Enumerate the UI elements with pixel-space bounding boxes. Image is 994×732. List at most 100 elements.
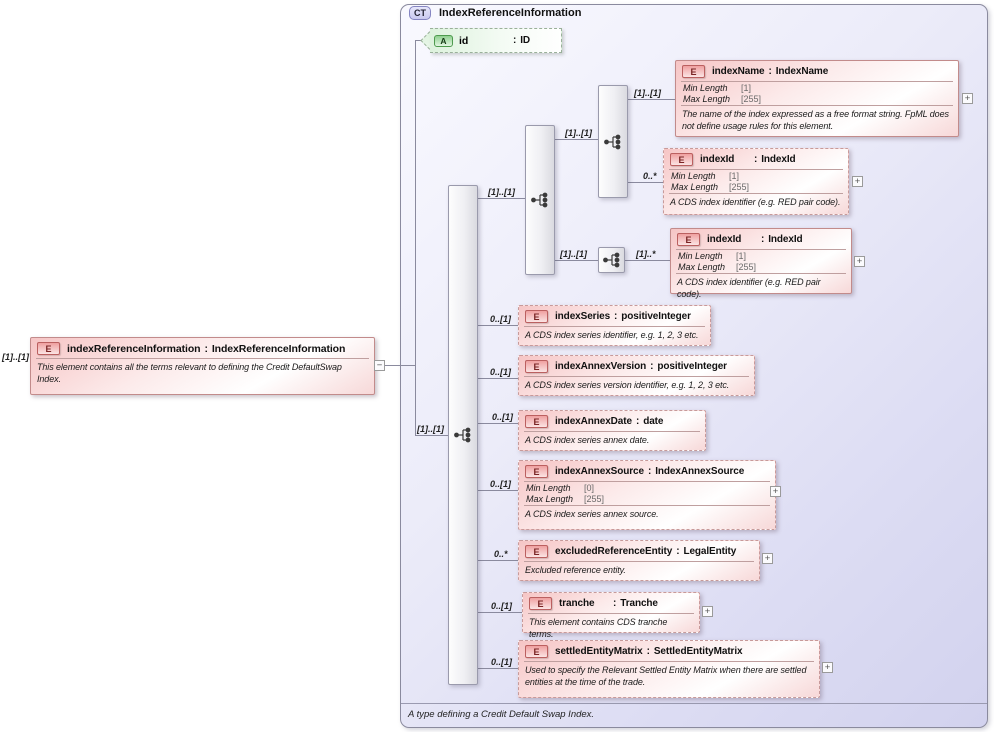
element-name: settledEntityMatrix [555,646,643,657]
cardinality-label: 0..[1] [491,657,513,667]
expand-icon[interactable]: + [822,662,833,673]
element-name: indexId [707,234,742,245]
element-name: tranche [559,598,595,609]
facet-max-length-value: [255] [736,261,757,272]
cardinality-label: [1]..* [636,249,656,259]
connector-line [625,260,670,261]
sequence-icon [604,134,621,149]
ct-badge: CT [409,6,431,20]
connector-line [478,668,518,669]
expand-icon[interactable]: + [702,606,713,617]
type-separator: : [614,311,618,322]
divider [524,561,754,562]
element-type: IndexAnnexSource [655,466,745,477]
facet-min-length-value: [1] [736,251,747,261]
sequence-group-inner-2[interactable] [598,247,625,273]
connector-line [555,139,598,140]
cardinality-label: [1]..[1] [560,249,587,259]
connector-line [416,435,448,436]
divider [524,505,770,506]
element-name: indexAnnexDate [555,416,632,427]
type-separator: : [768,66,772,77]
element-type: date [643,416,664,427]
element-type: IndexId [761,154,796,165]
divider [524,661,814,662]
sequence-group-inner-1[interactable] [598,85,628,198]
expand-icon[interactable]: + [962,93,973,104]
cardinality-label: [1]..[1] [488,187,515,197]
element-badge: E [525,545,548,558]
connector-line [478,612,522,613]
element-description: A CDS index series annex date. [525,435,650,445]
cardinality-label: 0..[1] [490,314,512,324]
element-excluded-reference-entity[interactable]: E excludedReferenceEntity:LegalEntity Ex… [518,540,760,581]
connector-line [628,99,675,100]
element-tranche[interactable]: E tranche:Tranche This element contains … [522,592,700,639]
element-badge: E [37,342,60,355]
facet-max-length-value: [255] [741,93,762,104]
divider [524,431,700,432]
element-index-name[interactable]: E indexName:IndexName Min Length[1] Max … [675,60,959,137]
connector-line [628,182,663,183]
element-index-series[interactable]: E indexSeries:positiveInteger A CDS inde… [518,305,711,346]
complex-type-footer: A type defining a Credit Default Swap In… [401,703,987,720]
element-type: positiveInteger [657,361,727,372]
attribute-type: ID [520,35,531,46]
sequence-icon [454,427,471,443]
expand-icon[interactable]: + [770,486,781,497]
element-type: positiveInteger [621,311,691,322]
attribute-id[interactable]: A id :ID [430,28,562,53]
element-index-id-2[interactable]: E indexId:IndexId Min Length[1] Max Leng… [670,228,852,299]
facet-max-length-label: Max Length [671,181,719,192]
cardinality-label: [1]..[1] [565,128,592,138]
type-separator: : [635,416,640,427]
element-badge: E [682,65,705,78]
element-type: SettledEntityMatrix [653,646,743,657]
type-separator: : [204,342,208,355]
connector-line [478,560,518,561]
element-type: IndexName [775,66,829,77]
element-description: A CDS index identifier (e.g. RED pair co… [677,277,821,299]
type-separator: : [650,361,654,372]
type-separator: : [513,35,517,46]
sequence-group-main[interactable] [448,185,478,685]
element-settled-entity-matrix[interactable]: E settledEntityMatrix:SettledEntityMatri… [518,640,820,698]
choice-group[interactable] [525,125,555,275]
divider [524,481,770,482]
complex-type-title: IndexReferenceInformation [439,7,582,19]
expand-icon[interactable]: + [854,256,865,267]
expand-icon[interactable]: + [852,176,863,187]
element-badge: E [529,597,552,610]
cardinality-label: 0..[1] [490,367,512,377]
element-description: A CDS index series annex source. [525,509,659,519]
element-index-annex-date[interactable]: E indexAnnexDate:date A CDS index series… [518,410,706,451]
divider [676,273,846,274]
element-badge: E [525,645,548,658]
element-index-annex-version[interactable]: E indexAnnexVersion:positiveInteger A CD… [518,355,755,396]
collapse-icon[interactable]: − [374,360,385,371]
choice-icon [531,192,548,208]
facet-max-length-value: [255] [584,493,605,504]
divider [681,105,953,106]
type-separator: : [754,154,758,165]
element-index-id-1[interactable]: E indexId:IndexId Min Length[1] Max Leng… [663,148,849,215]
attribute-badge: A [434,34,453,47]
cardinality-label: 0..[1] [492,412,514,422]
facet-min-length-label: Min Length [678,251,723,261]
element-index-annex-source[interactable]: E indexAnnexSource:IndexAnnexSource Min … [518,460,776,530]
facet-min-length-label: Min Length [671,171,716,181]
connector-line [478,490,518,491]
cardinality-label: [1]..[1] [2,352,29,362]
divider [528,613,694,614]
facet-min-length-label: Min Length [683,83,728,93]
element-description: A CDS index identifier (e.g. RED pair co… [670,197,841,207]
element-name: indexName [712,66,765,77]
sequence-icon [602,252,619,268]
element-description: Excluded reference entity. [525,565,626,575]
element-index-reference-information[interactable]: E indexReferenceInformation:IndexReferen… [30,337,375,395]
divider [676,249,846,250]
element-badge: E [525,310,548,323]
expand-icon[interactable]: + [762,553,773,564]
type-separator: : [613,598,617,609]
connector-line [478,198,525,199]
